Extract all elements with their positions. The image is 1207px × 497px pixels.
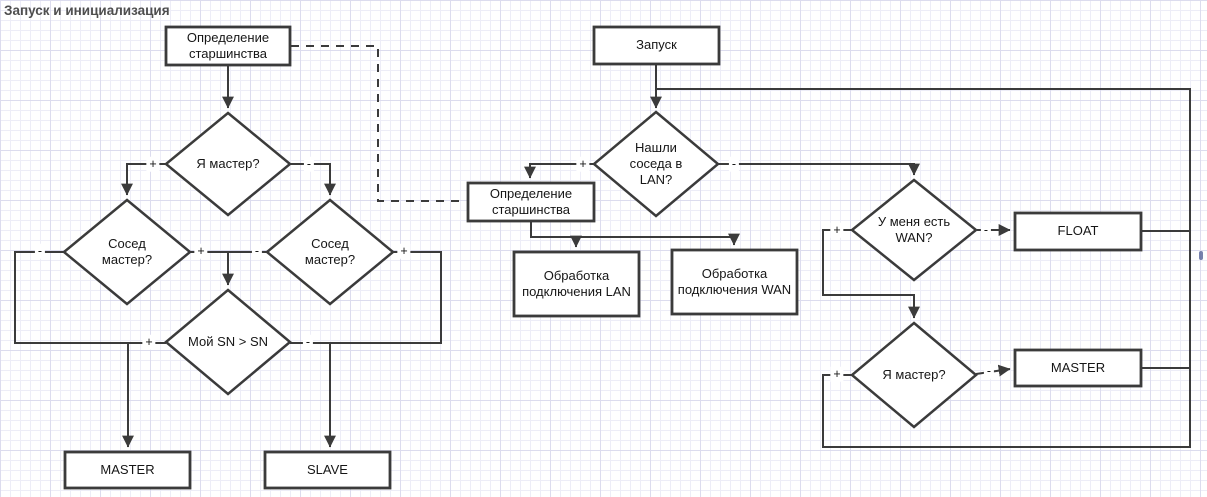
node-sosed-master-right[interactable] — [265, 198, 395, 306]
edge-nashli-yes — [524, 163, 594, 179]
node-ya-master-1[interactable] — [164, 111, 292, 217]
node-obrabotka-lan[interactable] — [512, 250, 641, 318]
node-nashli-soseda-lan[interactable] — [592, 110, 720, 218]
diagram-title: Запуск и инициализация — [4, 3, 170, 18]
edge-nashli-no — [718, 163, 920, 176]
node-obrabotka-wan[interactable] — [670, 248, 799, 316]
node-master-left[interactable] — [63, 450, 192, 490]
edge-opred-link-dashed — [291, 45, 466, 202]
node-moy-sn[interactable] — [164, 288, 292, 396]
node-zapusk[interactable] — [592, 25, 721, 66]
node-float[interactable] — [1013, 211, 1143, 252]
edge-feedback-loop — [656, 88, 1191, 448]
scrollbar-artifact — [1199, 251, 1203, 260]
node-master-right[interactable] — [1013, 348, 1143, 388]
edge-yamaster1-no — [290, 163, 336, 196]
node-opred-starshinstva-2[interactable] — [466, 181, 596, 223]
edge-sosedright-yes-loop — [290, 251, 442, 344]
edge-yamaster1-yes — [121, 163, 166, 196]
node-sosed-master-left[interactable] — [62, 198, 192, 306]
node-slave[interactable] — [263, 450, 392, 490]
edge-opred2-split — [530, 221, 740, 246]
node-ya-master-2[interactable] — [850, 321, 978, 429]
node-opred-starshinstva-1[interactable] — [164, 25, 292, 67]
edge-yamaster2-no-to-master — [975, 364, 1011, 377]
node-u-menya-est-wan[interactable] — [850, 178, 978, 282]
